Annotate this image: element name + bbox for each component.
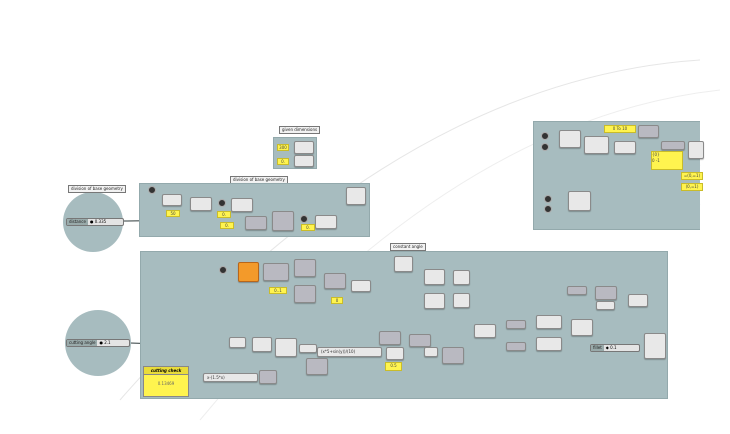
- component-node[interactable]: [506, 320, 526, 329]
- slider-label: fillet: [591, 345, 604, 351]
- component-node[interactable]: [386, 347, 404, 360]
- component-node[interactable]: [252, 337, 272, 352]
- group-constant-angle[interactable]: 0..1 0 (x*5+sin(y))/(10) x-(1.5*x) 0.5: [140, 251, 668, 399]
- component-node[interactable]: [536, 315, 562, 329]
- cutting-angle-slider[interactable]: cutting angle ● 2.1: [66, 339, 130, 347]
- group-division-base[interactable]: 50 0. 0. 0.: [139, 183, 370, 237]
- gear-icon: [544, 195, 552, 203]
- value[interactable]: 0.: [217, 211, 231, 218]
- component-node[interactable]: [571, 319, 593, 336]
- component-node[interactable]: [409, 334, 431, 347]
- component-node[interactable]: [442, 347, 464, 364]
- component-node[interactable]: [628, 294, 648, 307]
- value[interactable]: 50: [166, 210, 180, 217]
- component-node[interactable]: [315, 215, 337, 229]
- value-300[interactable]: 300: [277, 144, 289, 151]
- component-node[interactable]: [245, 216, 267, 230]
- gear-icon: [544, 205, 552, 213]
- component-node[interactable]: [324, 273, 346, 289]
- component-node[interactable]: [424, 347, 438, 357]
- cutting-check-panel[interactable]: cutting check 0.13469: [143, 366, 189, 397]
- gear-icon: [541, 132, 549, 140]
- component-node[interactable]: [275, 338, 297, 357]
- value[interactable]: 0.: [220, 222, 234, 229]
- slider-label: distance: [67, 219, 88, 225]
- slider-value: ● 2.1: [99, 340, 111, 345]
- gear-icon: [219, 266, 227, 274]
- value[interactable]: 0.5: [385, 362, 402, 371]
- component-node[interactable]: [638, 125, 659, 138]
- component-node[interactable]: [294, 141, 314, 154]
- group-label-division-circle: division of base geometry: [68, 185, 126, 193]
- component-node[interactable]: [379, 331, 401, 345]
- panel-title: cutting check: [144, 367, 188, 375]
- component-node[interactable]: [190, 197, 212, 211]
- value[interactable]: 0: [331, 297, 343, 304]
- gear-icon: [148, 186, 156, 194]
- gear-icon: [218, 199, 226, 207]
- component-node[interactable]: [614, 141, 636, 154]
- component-node[interactable]: [263, 263, 289, 281]
- component-node[interactable]: [424, 269, 445, 285]
- distance-slider[interactable]: distance ● 0.335: [66, 218, 124, 226]
- group-given-dimensions[interactable]: 300 0.: [273, 137, 317, 169]
- component-node[interactable]: [596, 301, 615, 310]
- value[interactable]: 0.: [301, 224, 315, 231]
- value-panel[interactable]: {0} 0 -1: [651, 151, 683, 170]
- value[interactable]: 0 To 10: [604, 125, 636, 133]
- expression-node[interactable]: (x*5+sin(y))/(10): [317, 347, 382, 357]
- fillet-slider[interactable]: fillet ◆ 0.1: [590, 344, 640, 352]
- component-node[interactable]: [229, 337, 246, 348]
- group-label-constant-angle: constant angle: [390, 243, 426, 251]
- component-node[interactable]: [567, 286, 587, 295]
- component-node[interactable]: [394, 256, 413, 272]
- component-node[interactable]: [294, 285, 316, 303]
- component-node[interactable]: [559, 130, 581, 148]
- component-node[interactable]: [162, 194, 182, 206]
- component-node[interactable]: [424, 293, 445, 309]
- group-label-given-dimensions: given dimensions: [279, 126, 321, 134]
- gear-icon: [300, 215, 308, 223]
- component-node[interactable]: [351, 280, 371, 292]
- component-node[interactable]: [294, 155, 314, 167]
- value[interactable]: =(0,=1): [681, 172, 703, 180]
- component-node[interactable]: [688, 141, 704, 159]
- component-node[interactable]: [299, 344, 317, 353]
- component-node[interactable]: [453, 293, 470, 308]
- component-node[interactable]: [506, 342, 526, 351]
- component-node[interactable]: [661, 141, 685, 150]
- component-node[interactable]: [272, 211, 294, 231]
- component-node[interactable]: [259, 370, 277, 384]
- component-node[interactable]: [584, 136, 609, 154]
- component-node-selected[interactable]: [238, 262, 259, 282]
- component-node[interactable]: [346, 187, 366, 205]
- component-node[interactable]: [644, 333, 666, 359]
- component-node[interactable]: [231, 198, 253, 212]
- component-node[interactable]: [595, 286, 617, 300]
- component-node[interactable]: [294, 259, 316, 277]
- component-node[interactable]: [536, 337, 562, 351]
- value-0[interactable]: 0.: [277, 158, 289, 165]
- value[interactable]: 0..1: [269, 287, 287, 294]
- component-node[interactable]: [474, 324, 496, 338]
- slider-label: cutting angle: [67, 340, 98, 346]
- value[interactable]: (0,=1): [681, 183, 703, 191]
- group-right[interactable]: 0 To 10 {0} 0 -1 =(0,=1) (0,=1): [533, 121, 704, 230]
- slider-value: ◆ 0.1: [605, 345, 617, 350]
- gear-icon: [541, 143, 549, 151]
- component-node[interactable]: [568, 191, 591, 211]
- slider-value: ● 0.335: [89, 219, 107, 224]
- component-node[interactable]: [453, 270, 470, 285]
- panel-value: 0.13469: [157, 381, 175, 386]
- expression-node[interactable]: x-(1.5*x): [203, 373, 258, 382]
- component-node[interactable]: [306, 358, 328, 375]
